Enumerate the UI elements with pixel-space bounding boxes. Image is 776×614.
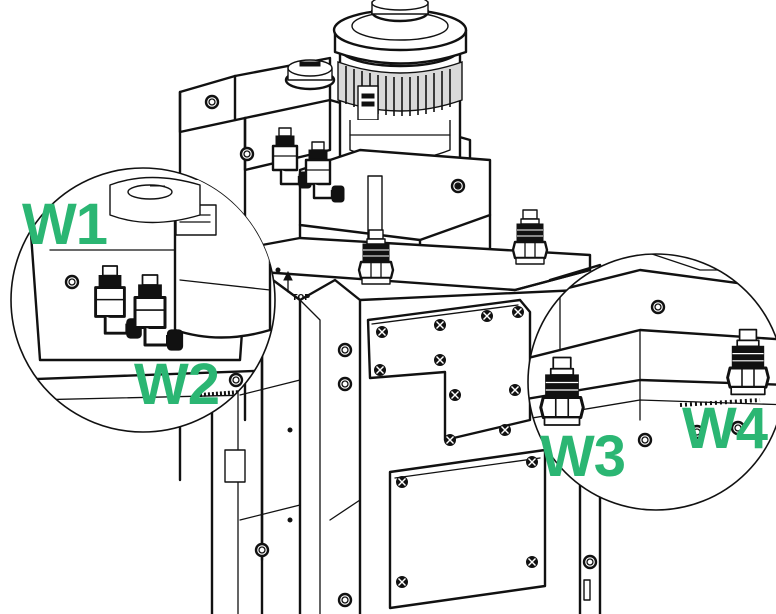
label-w4: W4	[682, 396, 768, 461]
callout-labels: W1 W2 W3 W4	[22, 192, 769, 489]
label-w1: W1	[22, 192, 107, 257]
label-w2: W2	[134, 352, 219, 417]
top-marker-label: TOP	[292, 293, 310, 302]
label-w3: W3	[540, 424, 625, 489]
zoom-inset-right	[527, 253, 776, 511]
zoom-inset-left	[10, 167, 276, 433]
top-arrow-marker: TOP	[283, 270, 310, 302]
